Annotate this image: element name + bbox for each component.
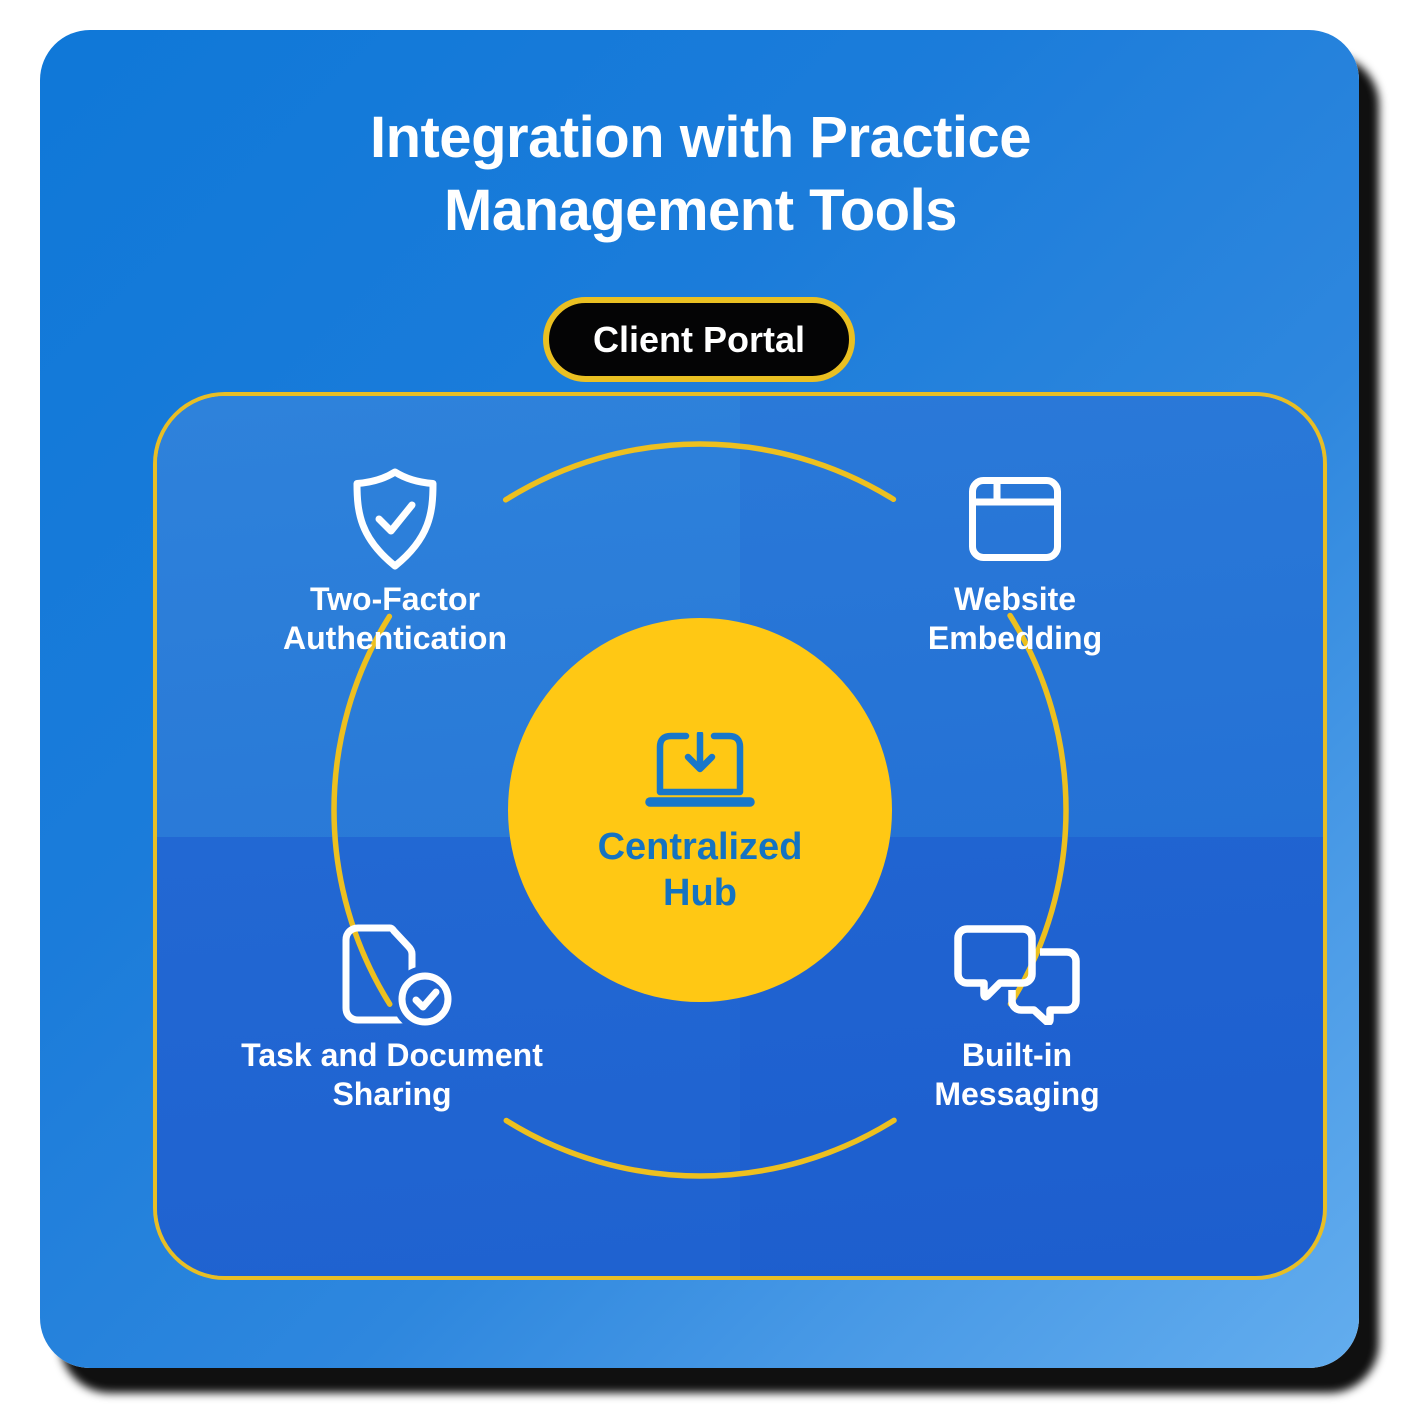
page-title-line2: Management Tools <box>444 178 957 243</box>
feature-label: Website Embedding <box>928 580 1102 658</box>
feature-label: Built-in Messaging <box>934 1036 1099 1114</box>
feature-icon-slot <box>332 924 452 1026</box>
feature-label-line1: Two-Factor <box>309 581 481 617</box>
feature-label-line1: Task and Document <box>241 1037 543 1073</box>
laptop-download-icon <box>645 732 755 807</box>
feature-icon-slot <box>349 468 441 570</box>
feature-label: Task and Document Sharing <box>241 1036 543 1114</box>
client-portal-badge-label: Client Portal <box>592 318 806 360</box>
feature-label-line2: Authentication <box>283 620 507 656</box>
hub-label-line2: Hub <box>663 872 737 914</box>
feature-label: Two-Factor Authentication <box>283 580 507 658</box>
page-title-line1: Integration with Practice <box>369 105 1032 170</box>
feature-label-line1: Built-in <box>961 1037 1073 1073</box>
feature-task-document-sharing: Task and Document Sharing <box>162 924 622 1114</box>
client-portal-badge: Client Portal <box>543 297 855 382</box>
document-check-icon <box>342 924 452 1026</box>
feature-built-in-messaging: Built-in Messaging <box>787 924 1247 1114</box>
chat-bubbles-icon <box>954 925 1080 1025</box>
page-title: Integration with Practice Management Too… <box>0 101 1401 247</box>
feature-label-line1: Website <box>953 581 1077 617</box>
feature-website-embedding: Website Embedding <box>785 468 1245 658</box>
orbit-arcs <box>331 441 1069 1179</box>
feature-label-line2: Sharing <box>332 1076 452 1112</box>
shield-check-icon <box>353 468 437 570</box>
feature-two-factor-authentication: Two-Factor Authentication <box>165 468 625 658</box>
feature-label-line2: Messaging <box>934 1076 1100 1112</box>
feature-icon-slot <box>969 468 1061 570</box>
hub-label-line1: Centralized <box>597 826 803 868</box>
feature-label-line2: Embedding <box>927 620 1103 656</box>
feature-icon-slot <box>954 924 1080 1026</box>
browser-window-icon <box>969 477 1061 561</box>
centralized-hub-circle: Centralized Hub <box>508 618 892 1002</box>
hub-label: Centralized Hub <box>598 824 803 916</box>
